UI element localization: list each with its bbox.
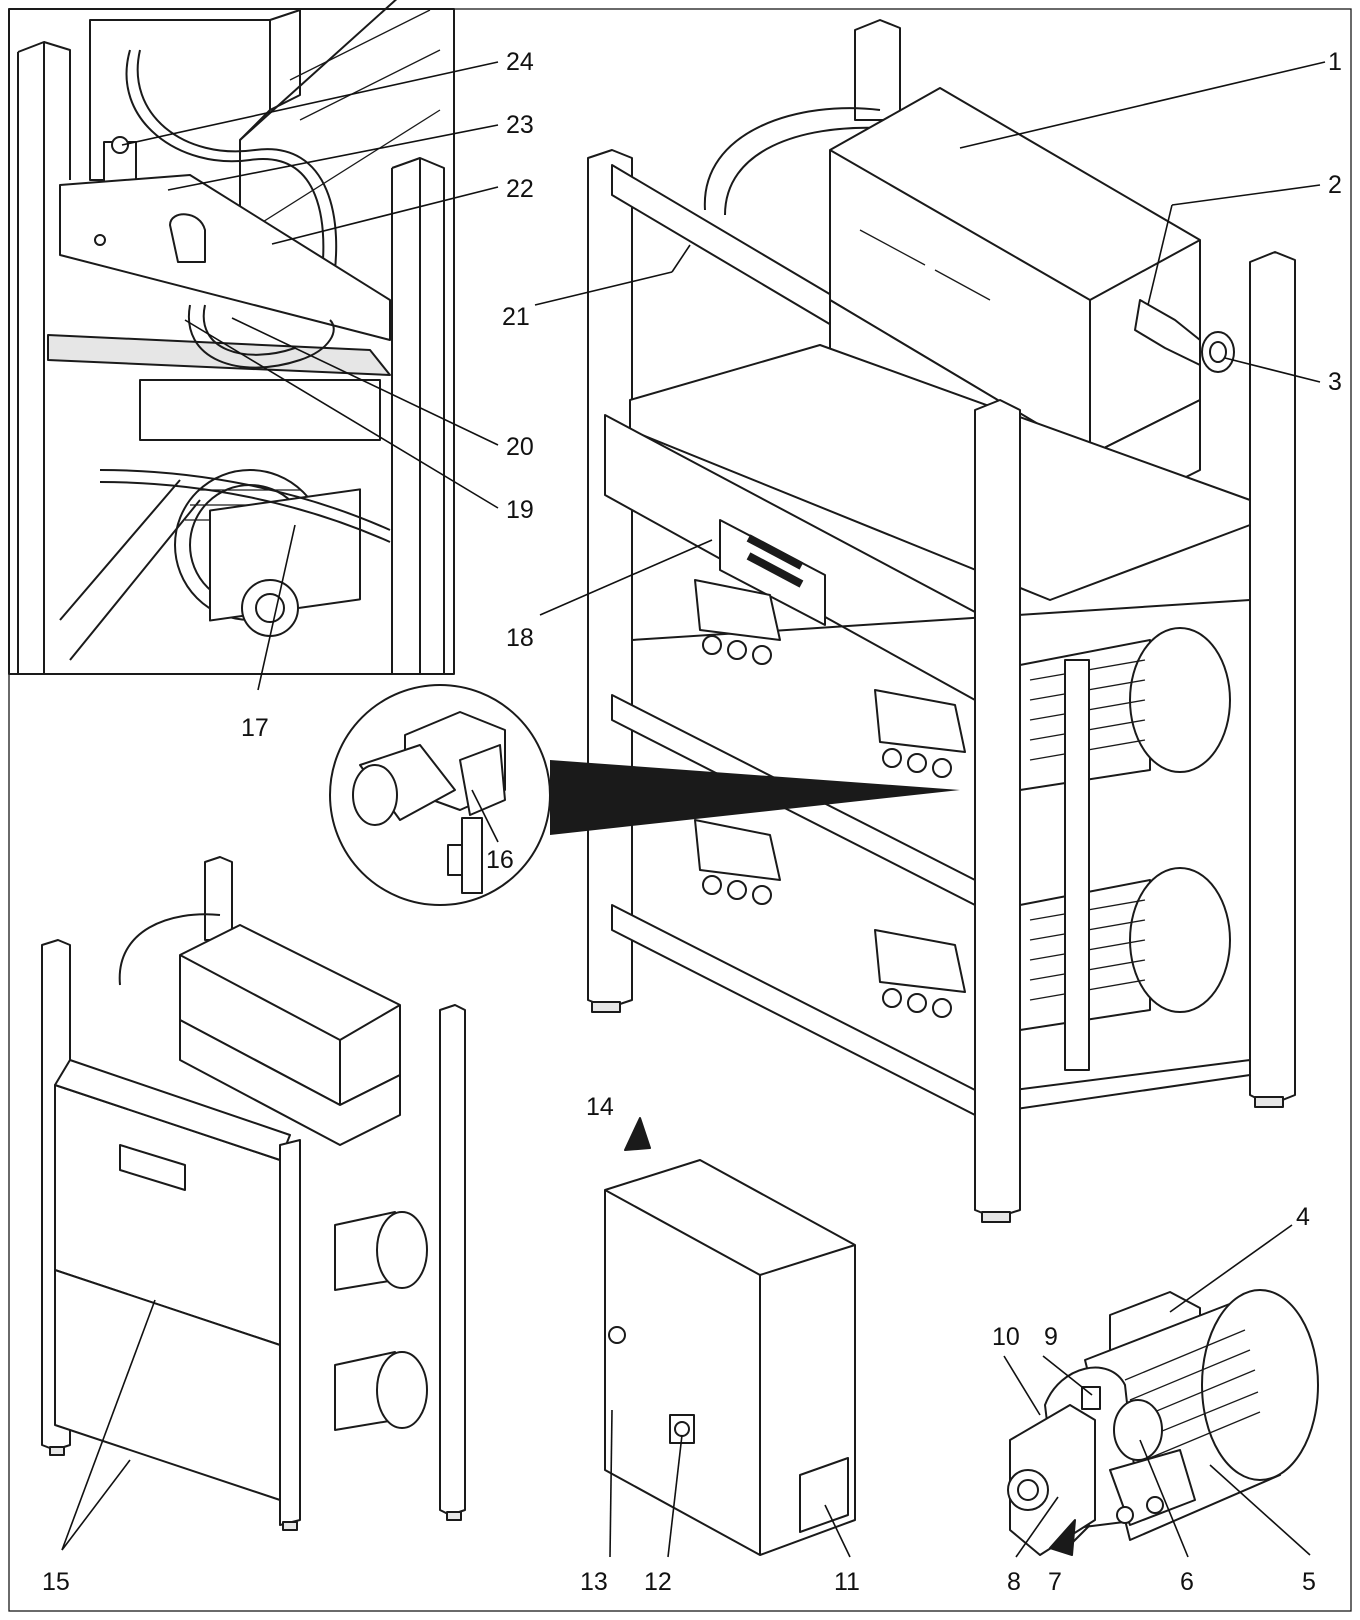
callout-6: 6 [1180, 1568, 1194, 1596]
small-unit-motor-lower [334, 1351, 428, 1431]
callout-16: 16 [486, 846, 514, 874]
control-cabinet [604, 1117, 856, 1556]
lower-pump-left [694, 819, 781, 905]
leader-10 [1003, 1355, 1041, 1416]
leader-21 [534, 271, 673, 306]
leader-17 [257, 524, 296, 691]
callout-18: 18 [506, 624, 534, 652]
leader-5 [1209, 1464, 1311, 1556]
upper-motor [1019, 627, 1231, 791]
callout-9: 9 [1044, 1323, 1058, 1351]
leader-11 [824, 1504, 851, 1558]
leader-1 [959, 61, 1326, 149]
lower-motor [1019, 867, 1231, 1031]
callout-4: 4 [1296, 1203, 1310, 1231]
callout-22: 22 [506, 175, 534, 203]
leader-15a [61, 1299, 156, 1551]
callout-15: 15 [42, 1568, 70, 1596]
callout-13: 13 [580, 1568, 608, 1596]
callout-21: 21 [502, 303, 530, 331]
small-unit [41, 856, 466, 1531]
callout-7: 7 [1048, 1568, 1062, 1596]
callout-12: 12 [644, 1568, 672, 1596]
leader-8 [1015, 1496, 1059, 1558]
leader-9 [1042, 1355, 1093, 1396]
leader-2 [1171, 184, 1321, 206]
leader-20 [231, 317, 499, 446]
callout-14: 14 [586, 1093, 614, 1121]
magnifier-detail [329, 684, 960, 906]
leader-21b [671, 244, 691, 273]
leader-12 [667, 1434, 683, 1558]
leader-15b [61, 1459, 131, 1551]
upper-pump-right [874, 689, 966, 778]
small-unit-motor-upper [334, 1211, 428, 1291]
leader-2b [1147, 204, 1173, 306]
callout-17: 17 [241, 714, 269, 742]
detail-inset [8, 0, 455, 675]
leader-3 [1224, 357, 1321, 383]
leader-6 [1139, 1439, 1189, 1558]
leader-24 [121, 61, 499, 146]
callout-19: 19 [506, 496, 534, 524]
leader-22 [271, 186, 499, 245]
lower-pump-right [874, 929, 966, 1018]
callout-10: 10 [992, 1323, 1020, 1351]
upper-pump-left [694, 579, 781, 665]
leader-13 [609, 1409, 613, 1558]
callout-3: 3 [1328, 368, 1342, 396]
leader-18 [539, 539, 713, 616]
callout-24: 24 [506, 48, 534, 76]
motor-pump-assembly [1007, 1289, 1319, 1556]
callout-20: 20 [506, 433, 534, 461]
leader-lines [61, 61, 1326, 1558]
callout-5: 5 [1302, 1568, 1316, 1596]
callout-8: 8 [1007, 1568, 1021, 1596]
leader-23 [167, 124, 499, 191]
figure-border [8, 8, 1352, 1612]
leader-19 [184, 319, 499, 509]
callout-1: 1 [1328, 48, 1342, 76]
callout-labels: 1 2 3 4 5 6 7 8 9 10 11 12 13 14 15 16 1… [42, 48, 1342, 1596]
leader-4 [1169, 1224, 1293, 1313]
callout-2: 2 [1328, 171, 1342, 199]
main-unit [587, 19, 1296, 1223]
callout-11: 11 [834, 1568, 860, 1596]
leader-16 [471, 789, 499, 843]
callout-23: 23 [506, 111, 534, 139]
